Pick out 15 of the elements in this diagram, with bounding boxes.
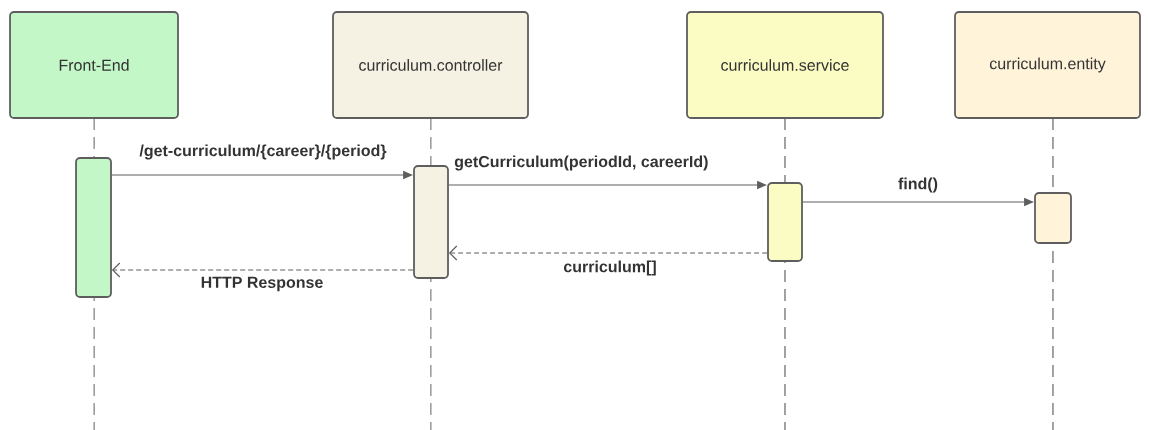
edge-label: HTTP Response — [199, 275, 325, 293]
edge-label: getCurriculum(periodId, careerId) — [453, 154, 710, 172]
activation-bar — [1034, 192, 1072, 244]
arrow — [111, 262, 414, 278]
edge-label: /get-curriculum/{career}/{period} — [138, 143, 388, 161]
edge-label: find() — [897, 176, 939, 194]
participant-box: Front-End — [9, 11, 179, 119]
participant-box: curriculum.service — [686, 11, 884, 119]
activation-bar — [75, 157, 112, 298]
arrow — [448, 245, 768, 261]
participant-box: curriculum.controller — [332, 11, 529, 119]
activation-bar — [767, 182, 803, 262]
edge-label: curriculum[] — [562, 259, 658, 277]
activation-bar — [413, 165, 449, 279]
participant-box: curriculum.entity — [954, 11, 1141, 119]
